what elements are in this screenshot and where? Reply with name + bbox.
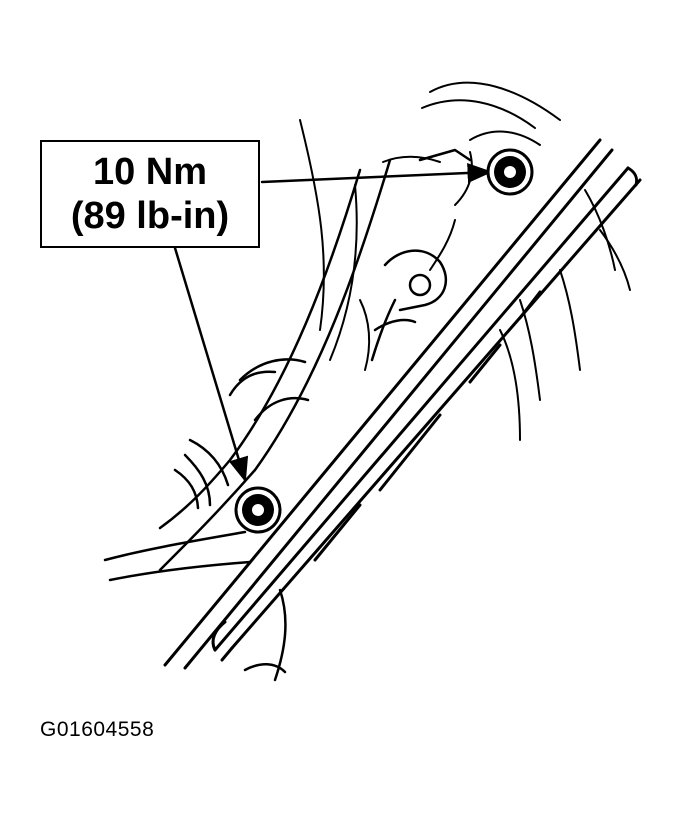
- upper-bolt-icon: [486, 148, 534, 196]
- callout-arrows: [173, 162, 493, 483]
- lower-bolt-icon: [234, 486, 282, 534]
- guide-rail: [163, 138, 642, 670]
- arrow-to-upper-bolt: [260, 162, 493, 184]
- torque-value-metric: 10 Nm: [92, 151, 208, 193]
- bracket-eye: [408, 273, 432, 297]
- background-sketch-lines: [299, 81, 631, 441]
- mounting-bracket: [370, 148, 472, 362]
- arrow-to-lower-bolt: [173, 246, 249, 483]
- curved-housing: [103, 158, 392, 682]
- figure-id: G01604558: [40, 718, 155, 741]
- torque-value-imperial: (89 lb-in): [70, 195, 230, 237]
- torque-callout: 10 Nm (89 lb-in): [40, 140, 260, 248]
